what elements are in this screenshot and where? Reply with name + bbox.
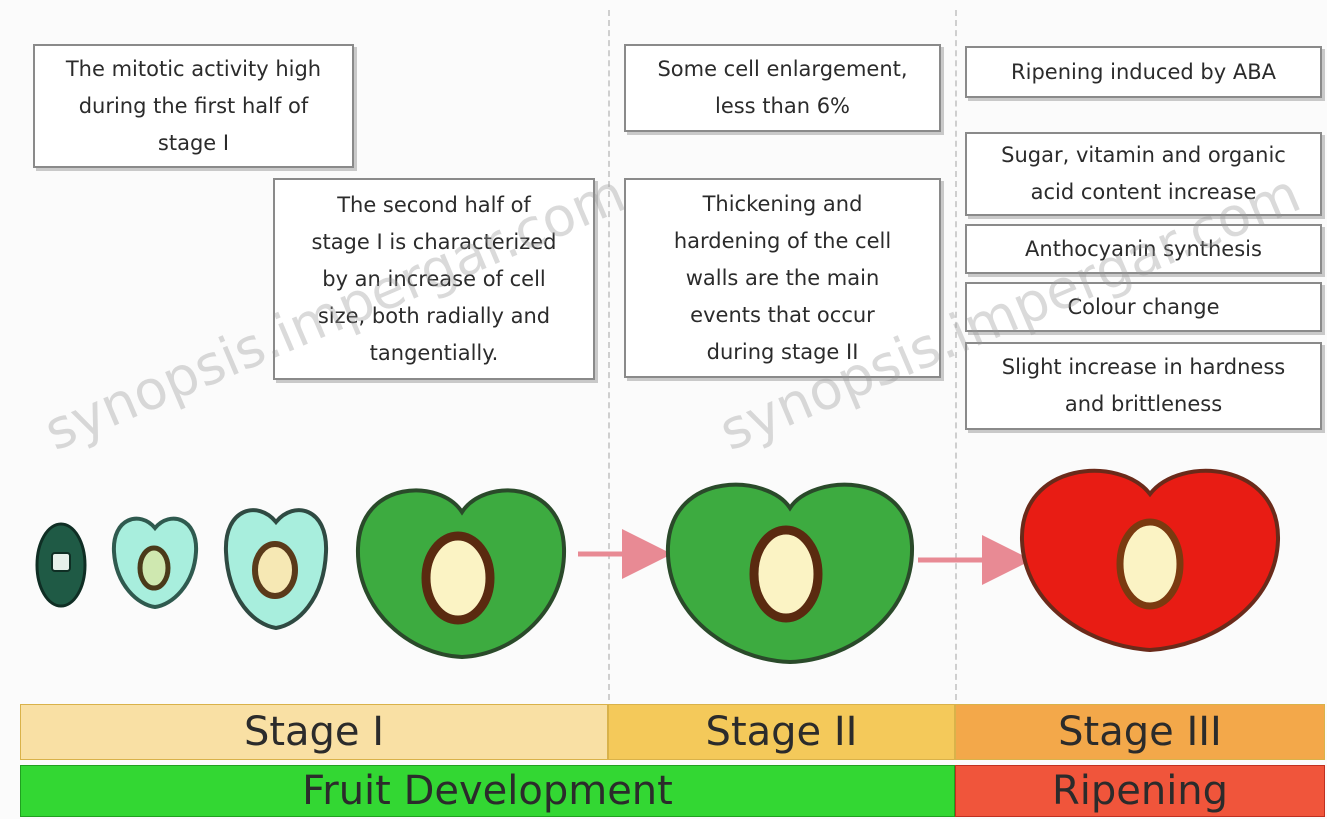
fruit-stage1-medium (226, 510, 326, 628)
fruit-stage1-large (358, 490, 564, 657)
fruit-development-band: Fruit Development (20, 765, 955, 817)
stage-3-label: Stage III (1058, 709, 1222, 755)
fruit-stage1-tiny (37, 524, 85, 606)
ripening-band: Ripening (955, 765, 1325, 817)
stage-2-band: Stage II (608, 704, 955, 760)
fruit-stage3 (1022, 471, 1278, 650)
fruit-stage2 (668, 485, 912, 662)
fruit-stage1-small (114, 519, 196, 607)
ripening-label: Ripening (1052, 768, 1228, 814)
stage-3-band: Stage III (955, 704, 1325, 760)
fruit-development-label: Fruit Development (302, 768, 673, 814)
stage-2-label: Stage II (706, 709, 858, 755)
stage-1-label: Stage I (244, 709, 384, 755)
stage-1-band: Stage I (20, 704, 608, 760)
